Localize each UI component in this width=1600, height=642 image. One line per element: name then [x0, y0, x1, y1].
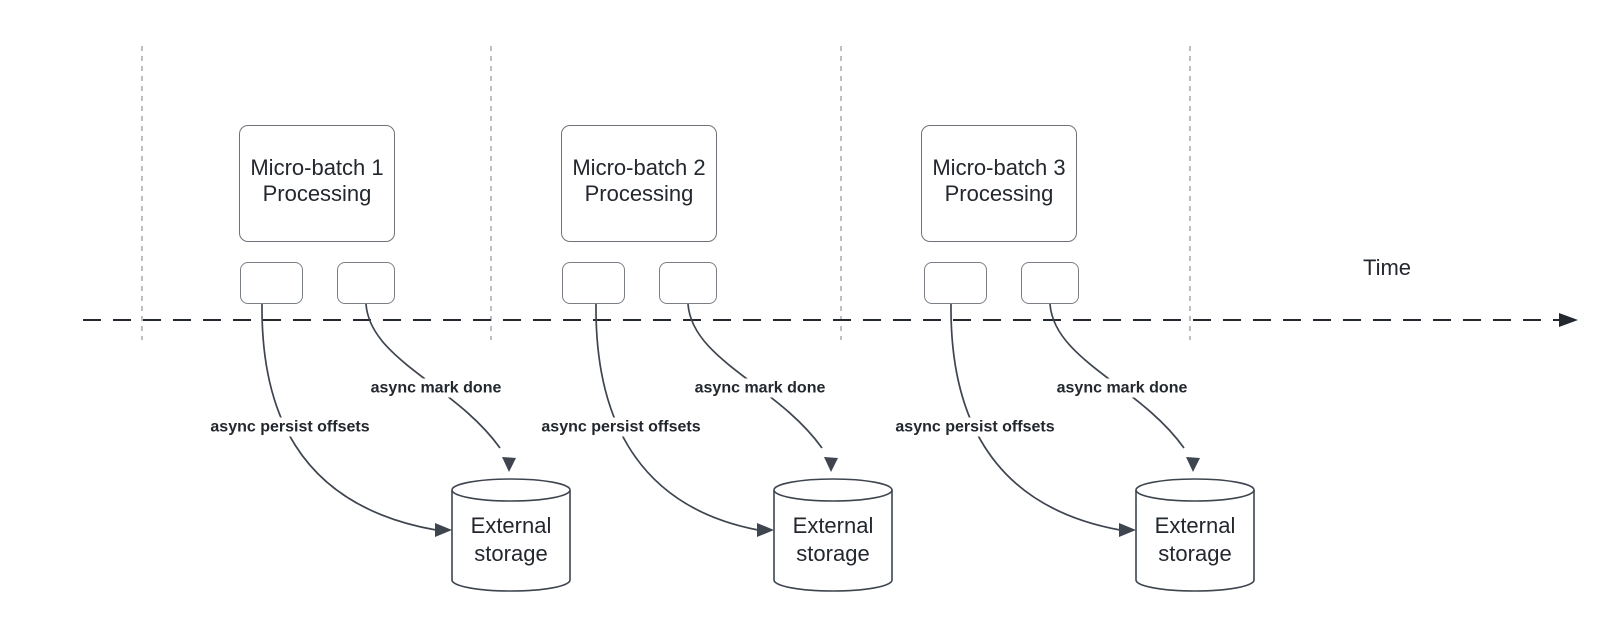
- mark-done-label: async mark done: [1053, 378, 1191, 398]
- storage-label-line1: External: [792, 513, 874, 538]
- offset-task-box: [240, 262, 303, 304]
- offset-task-box: [562, 262, 625, 304]
- processing-box-label-line1: Micro-batch 3: [932, 154, 1066, 180]
- external-storage-label: External storage: [774, 492, 892, 588]
- storage-label-line2: storage: [1158, 541, 1232, 566]
- processing-box-label-line2: Processing: [262, 180, 372, 206]
- mark-done-arrowhead-icon: [1186, 457, 1200, 472]
- persist-offsets-edge: [261, 303, 437, 531]
- mark-done-edge: [687, 303, 823, 449]
- mark-done-label: async mark done: [367, 378, 505, 398]
- mark-done-arrowhead-icon: [502, 457, 516, 472]
- external-storage-label: External storage: [1136, 492, 1254, 588]
- persist-offsets-label: async persist offsets: [207, 417, 373, 437]
- done-task-box: [337, 262, 395, 304]
- mark-done-edge: [365, 303, 501, 449]
- persist-offsets-label: async persist offsets: [538, 417, 704, 437]
- external-storage-cylinder: [773, 478, 893, 592]
- micro-batch-processing-box: Micro-batch 1 Processing: [239, 125, 395, 242]
- storage-label-line1: External: [1154, 513, 1236, 538]
- external-storage-cylinder: [1135, 478, 1255, 592]
- micro-batch-processing-box: Micro-batch 2 Processing: [561, 125, 717, 242]
- storage-label-line1: External: [470, 513, 552, 538]
- time-axis-arrowhead-icon: [1559, 313, 1578, 327]
- storage-label-line2: storage: [796, 541, 870, 566]
- processing-box-label-line2: Processing: [584, 180, 694, 206]
- persist-offsets-arrowhead-icon: [1119, 523, 1136, 537]
- mark-done-arrowhead-icon: [824, 457, 838, 472]
- processing-box-label-line1: Micro-batch 1: [250, 154, 384, 180]
- mark-done-label: async mark done: [691, 378, 829, 398]
- processing-box-label-line2: Processing: [944, 180, 1054, 206]
- persist-offsets-arrowhead-icon: [435, 523, 452, 537]
- offset-task-box: [924, 262, 987, 304]
- persist-offsets-label: async persist offsets: [892, 417, 1058, 437]
- done-task-box: [659, 262, 717, 304]
- processing-box-label-line1: Micro-batch 2: [572, 154, 706, 180]
- persist-offsets-arrowhead-icon: [757, 523, 774, 537]
- time-axis-label: Time: [1362, 255, 1412, 280]
- storage-label-line2: storage: [474, 541, 548, 566]
- mark-done-edge: [1049, 303, 1185, 449]
- external-storage-cylinder: [451, 478, 571, 592]
- micro-batch-processing-box: Micro-batch 3 Processing: [921, 125, 1077, 242]
- persist-offsets-edge: [595, 303, 759, 531]
- done-task-box: [1021, 262, 1079, 304]
- persist-offsets-edge: [950, 303, 1121, 531]
- external-storage-label: External storage: [452, 492, 570, 588]
